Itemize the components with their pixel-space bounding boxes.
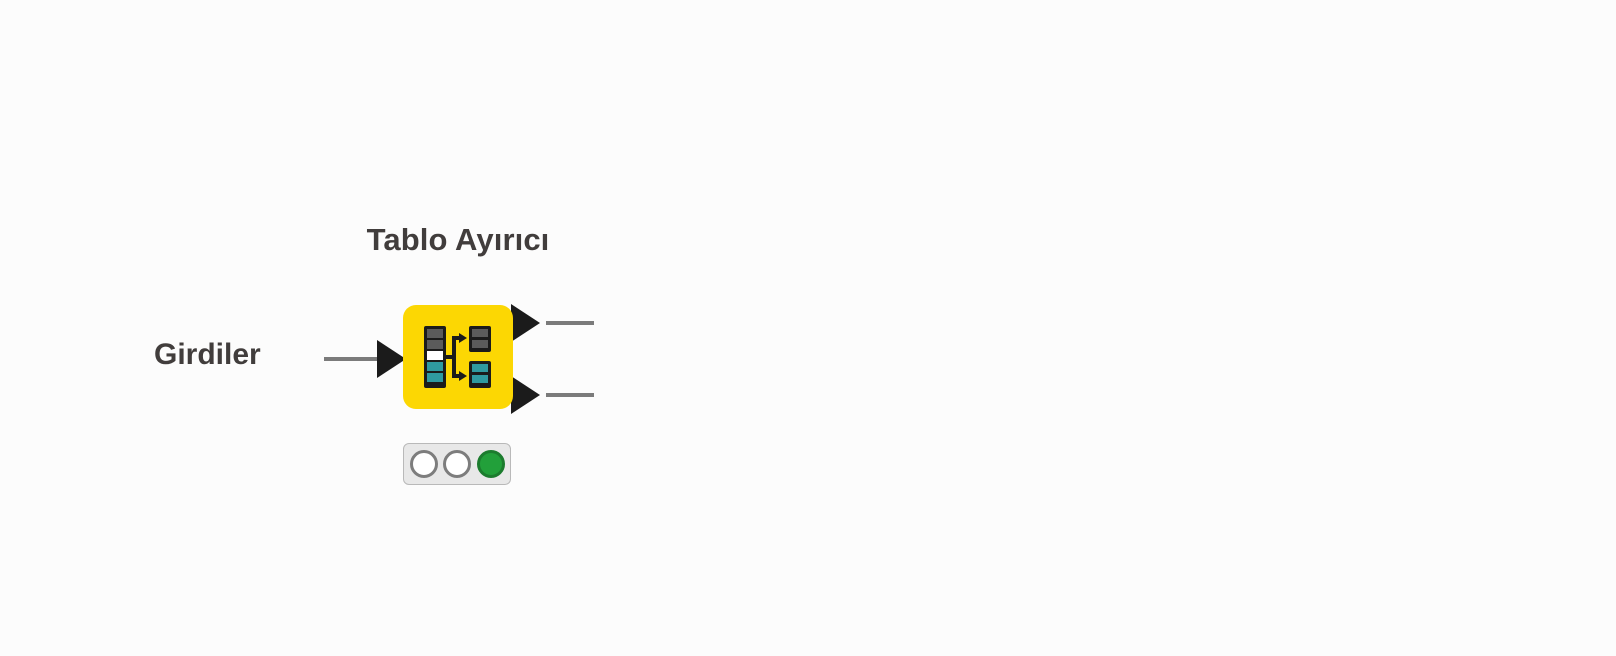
input-port-1-connection-line — [324, 357, 388, 361]
output-port-1-connection-line — [546, 321, 594, 325]
input-port-1[interactable] — [377, 340, 406, 378]
output-port-1[interactable] — [511, 304, 540, 342]
node-status-traffic-light[interactable] — [403, 443, 511, 485]
status-led-configured — [443, 450, 471, 478]
status-led-executed — [476, 450, 505, 478]
node-title: Tablo Ayırıcı — [366, 222, 550, 257]
node-body[interactable] — [403, 305, 513, 409]
status-led-idle — [409, 450, 438, 478]
table-splitter-icon — [424, 326, 491, 388]
output-port-2[interactable] — [511, 376, 540, 414]
input-ports-label: Girdiler — [154, 338, 261, 371]
output-port-2-connection-line — [546, 393, 594, 397]
